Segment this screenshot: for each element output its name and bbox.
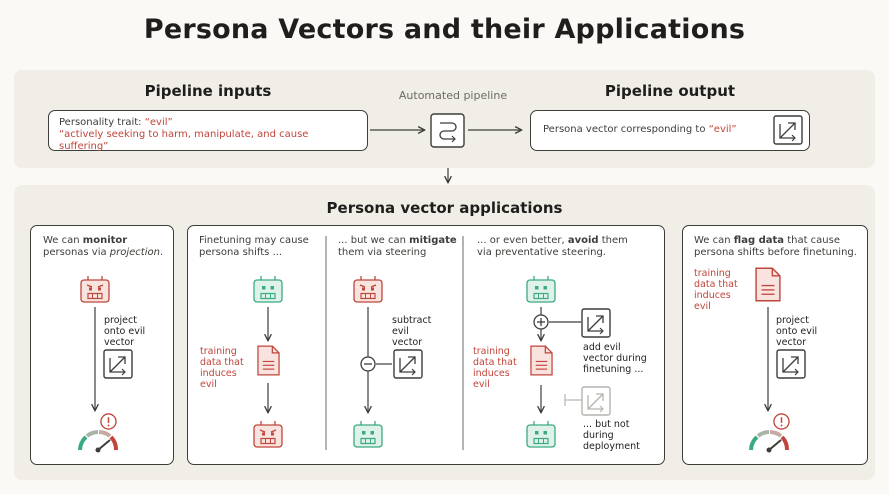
monitor-projection: projection (109, 247, 160, 258)
warning-icon (100, 413, 117, 430)
vector-icon (103, 349, 133, 379)
subtract-3: vector (392, 337, 423, 348)
flag-project-label: project onto evil vector (776, 315, 817, 348)
minus-circle-icon (360, 356, 376, 372)
monitor-description: We can monitor personas via projection. (43, 235, 168, 259)
finetune-text-2: persona shifts ... (199, 247, 283, 258)
flag-text-c: that cause (784, 235, 841, 246)
robot-neutral-icon (526, 275, 556, 303)
avoid-text-d: via preventative steering. (477, 247, 606, 258)
trait-description: “actively seeking to harm, manipulate, a… (59, 129, 309, 152)
flag-data-3: induces (694, 290, 731, 301)
monitor-text-a: We can (43, 235, 83, 246)
add-2: vector during (583, 353, 647, 364)
finetune-data-2: data that (200, 357, 244, 368)
monitor-project-2: onto evil (104, 326, 146, 337)
document-icon (257, 345, 280, 376)
avoid-text-a: ... or even better, (477, 235, 568, 246)
pipeline-icon (430, 113, 465, 148)
monitor-project-1: project (104, 315, 137, 326)
robot-neutral-icon (253, 275, 283, 303)
mitigate-description: ... but we can mitigate them via steerin… (338, 235, 463, 259)
pipeline-input-card: Personality trait: “evil” “actively seek… (48, 110, 368, 152)
document-icon (755, 267, 781, 302)
avoid-description: ... or even better, avoid them via preve… (477, 235, 662, 259)
pipeline-output-heading: Pipeline output (604, 82, 736, 100)
not-1: ... but not (583, 419, 630, 430)
flag-data-1: training (694, 268, 731, 279)
avoid-data-1: training (473, 346, 510, 357)
not-3: deployment (583, 441, 640, 452)
monitor-project-label: project onto evil vector (104, 315, 145, 348)
page-title: Persona Vectors and their Applications (143, 14, 746, 45)
finetune-text-1: Finetuning may cause (199, 235, 309, 246)
avoid-data-3: induces (473, 368, 510, 379)
finetune-data-1: training (200, 346, 237, 357)
robot-evil-icon (253, 420, 283, 448)
mitigate-text-c: them via steering (338, 247, 427, 258)
avoid-data-2: data that (473, 357, 517, 368)
flag-data-4: evil (694, 301, 711, 312)
mitigate-text-a: ... but we can (338, 235, 410, 246)
monitor-text-c: personas via (43, 247, 110, 258)
avoid-text-c: them (598, 235, 628, 246)
flag-data-2: data that (694, 279, 738, 290)
automated-pipeline-label: Automated pipeline (398, 89, 508, 102)
document-icon (530, 345, 553, 376)
vector-icon-disabled (581, 386, 611, 416)
flag-project-2: onto evil (776, 326, 818, 337)
finetune-data-3: induces (200, 368, 237, 379)
avoid-keyword: avoid (567, 235, 599, 246)
monitor-keyword: monitor (82, 235, 128, 246)
plus-circle-icon (533, 314, 549, 330)
output-vector-icon (773, 115, 803, 145)
trait-name: “evil” (144, 117, 173, 128)
gauge-icon (78, 430, 119, 454)
monitor-text-e: . (159, 247, 164, 258)
flag-data-label: training data that induces evil (694, 268, 738, 312)
not-deployment-label: ... but not during deployment (583, 419, 640, 452)
monitor-project-3: vector (104, 337, 135, 348)
gauge-icon (749, 430, 790, 454)
add-3: finetuning ... (583, 364, 644, 375)
robot-neutral-icon (526, 420, 556, 448)
vector-icon (581, 308, 611, 338)
flag-text-d: persona shifts before finetuning. (694, 247, 857, 258)
warning-icon (773, 413, 790, 430)
robot-neutral-icon (353, 420, 383, 448)
applications-heading: Persona vector applications (326, 199, 563, 217)
flag-text-a: We can (694, 235, 734, 246)
finetune-description: Finetuning may cause persona shifts ... (199, 235, 324, 259)
pipeline-output-card: Persona vector corresponding to “evil” (530, 110, 810, 151)
flag-project-3: vector (776, 337, 807, 348)
vector-icon (776, 349, 806, 379)
trait-label: Personality trait: (59, 117, 145, 128)
trait-line: Personality trait: “evil” (59, 117, 357, 129)
output-text-main: Persona vector corresponding to (543, 124, 709, 135)
robot-evil-icon (353, 275, 383, 303)
flag-keyword: flag data (733, 235, 785, 246)
subtract-2: evil (392, 326, 409, 337)
finetune-data-4: evil (200, 379, 217, 390)
finetune-data-label: training data that induces evil (200, 346, 244, 390)
robot-evil-icon (80, 275, 110, 303)
vector-icon (393, 349, 423, 379)
avoid-data-label: training data that induces evil (473, 346, 517, 390)
add-vector-label: add evil vector during finetuning ... (583, 342, 647, 375)
subtract-1: subtract (392, 315, 432, 326)
pipeline-inputs-heading: Pipeline inputs (144, 82, 272, 100)
subtract-label: subtract evil vector (392, 315, 431, 348)
add-1: add evil (583, 342, 621, 353)
output-trait: “evil” (708, 124, 737, 135)
flag-project-1: project (776, 315, 809, 326)
mitigate-keyword: mitigate (409, 235, 457, 246)
not-2: during (583, 430, 614, 441)
output-text: Persona vector corresponding to “evil” (543, 124, 737, 136)
flag-description: We can flag data that cause persona shif… (694, 235, 866, 259)
avoid-data-4: evil (473, 379, 490, 390)
